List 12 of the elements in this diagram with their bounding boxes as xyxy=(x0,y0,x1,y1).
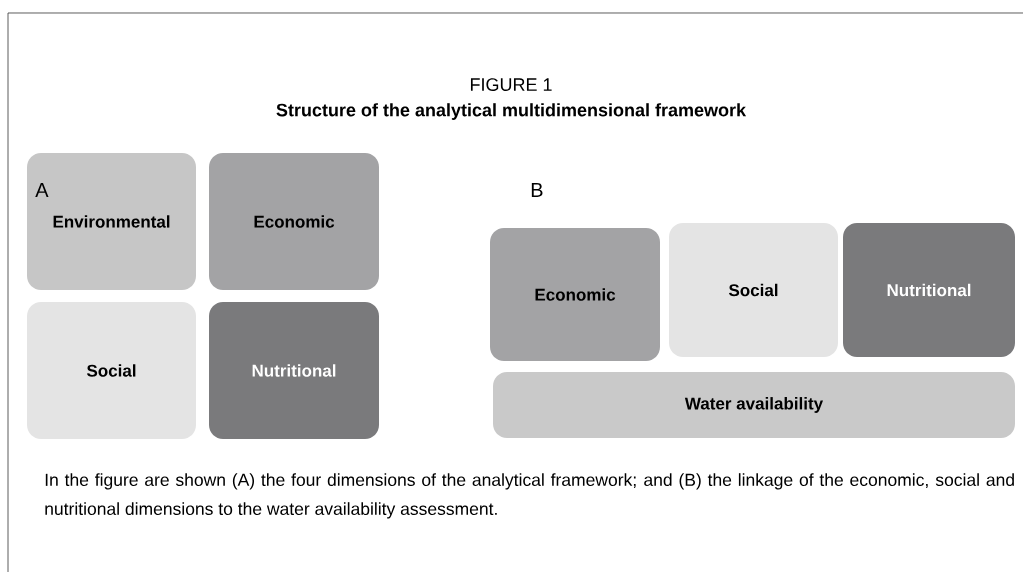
panel-letter: A xyxy=(35,183,49,197)
dimension-box: Economic xyxy=(490,228,660,361)
dimension-box: Economic xyxy=(209,153,379,290)
figure-number: FIGURE 1 xyxy=(470,78,552,91)
title: Structure of the analytical multidimensional framework xyxy=(276,103,747,120)
dimension-box: Nutritional xyxy=(843,223,1015,357)
dimension-box: Nutritional xyxy=(209,302,379,439)
panel-letter: B xyxy=(531,183,543,197)
dimension-box: Social xyxy=(27,302,196,439)
caption: In the figure are shown (A) the four dimensions of the analytical framework; and (B) the linkage of the economic, social and nutritional dimensions to the water availability assessment. xyxy=(45,473,1014,519)
dimension-box: Social xyxy=(669,223,838,357)
dimension-box: Water availability xyxy=(493,372,1015,438)
